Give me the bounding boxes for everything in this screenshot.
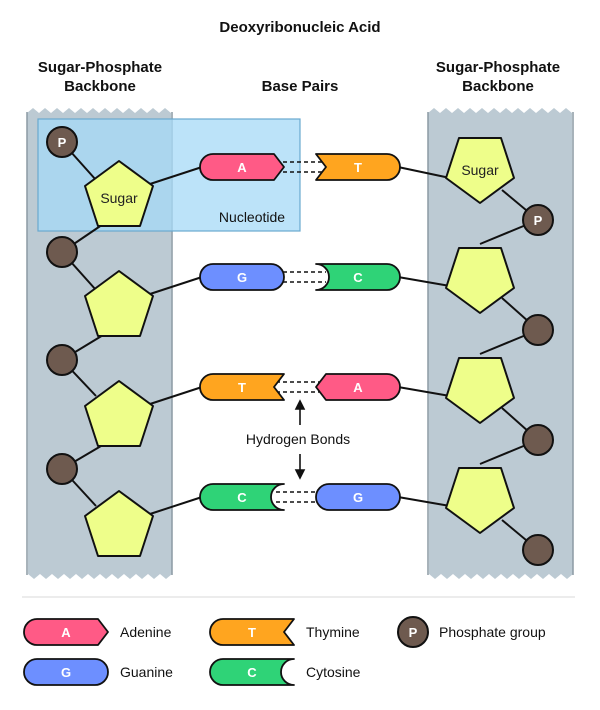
base-right-letter: G [353,490,363,505]
base-right-letter: A [353,380,363,395]
phosphate-left-2 [46,236,78,268]
sugar-left-2 [84,270,154,337]
base-left-letter: C [237,490,247,505]
legend-swatch-A [23,618,109,646]
legend-swatch-G [23,658,109,686]
phosphate-left-4 [46,453,78,485]
legend-swatch-letter: T [248,625,256,640]
left-backbone-heading-line2: Backbone [64,78,136,95]
phosphate-label-right: P [534,213,543,228]
sugar-right-2 [445,247,515,314]
hydrogen-bonds-label: Hydrogen Bonds [246,431,350,447]
legend-swatch-C [209,658,295,686]
phosphate-right-1 [522,204,554,236]
nucleotide-label: Nucleotide [219,209,285,225]
hydrogen-bonds-arrows [294,399,306,480]
base-left-letter: A [237,160,247,175]
legend-name-C: Cytosine [306,664,361,680]
sugar-left-1 [84,160,154,227]
base-right-G [315,483,401,511]
legend-swatch-letter: C [247,665,257,680]
legend-name-A: Adenine [120,624,172,640]
base-left-G [199,263,285,291]
legend-name-G: Guanine [120,664,173,680]
legend-swatch-letter: A [61,625,71,640]
legend-swatch-T [209,618,295,646]
phosphate-label-left: P [58,135,67,150]
legend-name-T: Thymine [306,624,360,640]
legend-phosphate-swatch [397,616,429,648]
base-right-A [315,373,401,401]
sugar-right-4 [445,467,515,534]
base-right-C [315,263,401,291]
phosphate-left-1 [46,126,78,158]
left-phosphates [46,126,78,485]
sugar-label-right: Sugar [461,162,499,178]
right-backbone-heading-line1: Sugar-Phosphate [436,59,560,76]
left-backbone-heading-line1: Sugar-Phosphate [38,59,162,76]
base-pairs-heading: Base Pairs [262,78,339,95]
legend-phosphate-name: Phosphate group [439,624,546,640]
legend-phosphate-letter: P [409,625,418,640]
phosphate-left-3 [46,344,78,376]
base-left-A [199,153,285,181]
sugar-left-4 [84,490,154,557]
sugar-right-3 [445,357,515,424]
phosphate-right-4 [522,534,554,566]
phosphate-right-3 [522,424,554,456]
phosphate-right-2 [522,314,554,346]
sugar-right-1 [445,137,515,204]
right-backbone-heading-line2: Backbone [462,78,534,95]
sugar-label-left: Sugar [100,190,138,206]
base-left-letter: G [237,270,247,285]
base-left-C [199,483,285,511]
base-right-T [315,153,401,181]
legend-swatch-letter: G [61,665,71,680]
diagram-title: Deoxyribonucleic Acid [219,19,380,36]
right-sugars [445,137,515,534]
base-left-T [199,373,285,401]
base-right-letter: T [354,160,362,175]
left-sugars [84,160,154,557]
base-left-letter: T [238,380,246,395]
sugar-base-connectors [149,166,451,515]
sugar-left-3 [84,380,154,447]
base-pairs-group: A T G C T A C G [199,153,401,511]
right-phosphates [522,204,554,566]
base-right-letter: C [353,270,363,285]
